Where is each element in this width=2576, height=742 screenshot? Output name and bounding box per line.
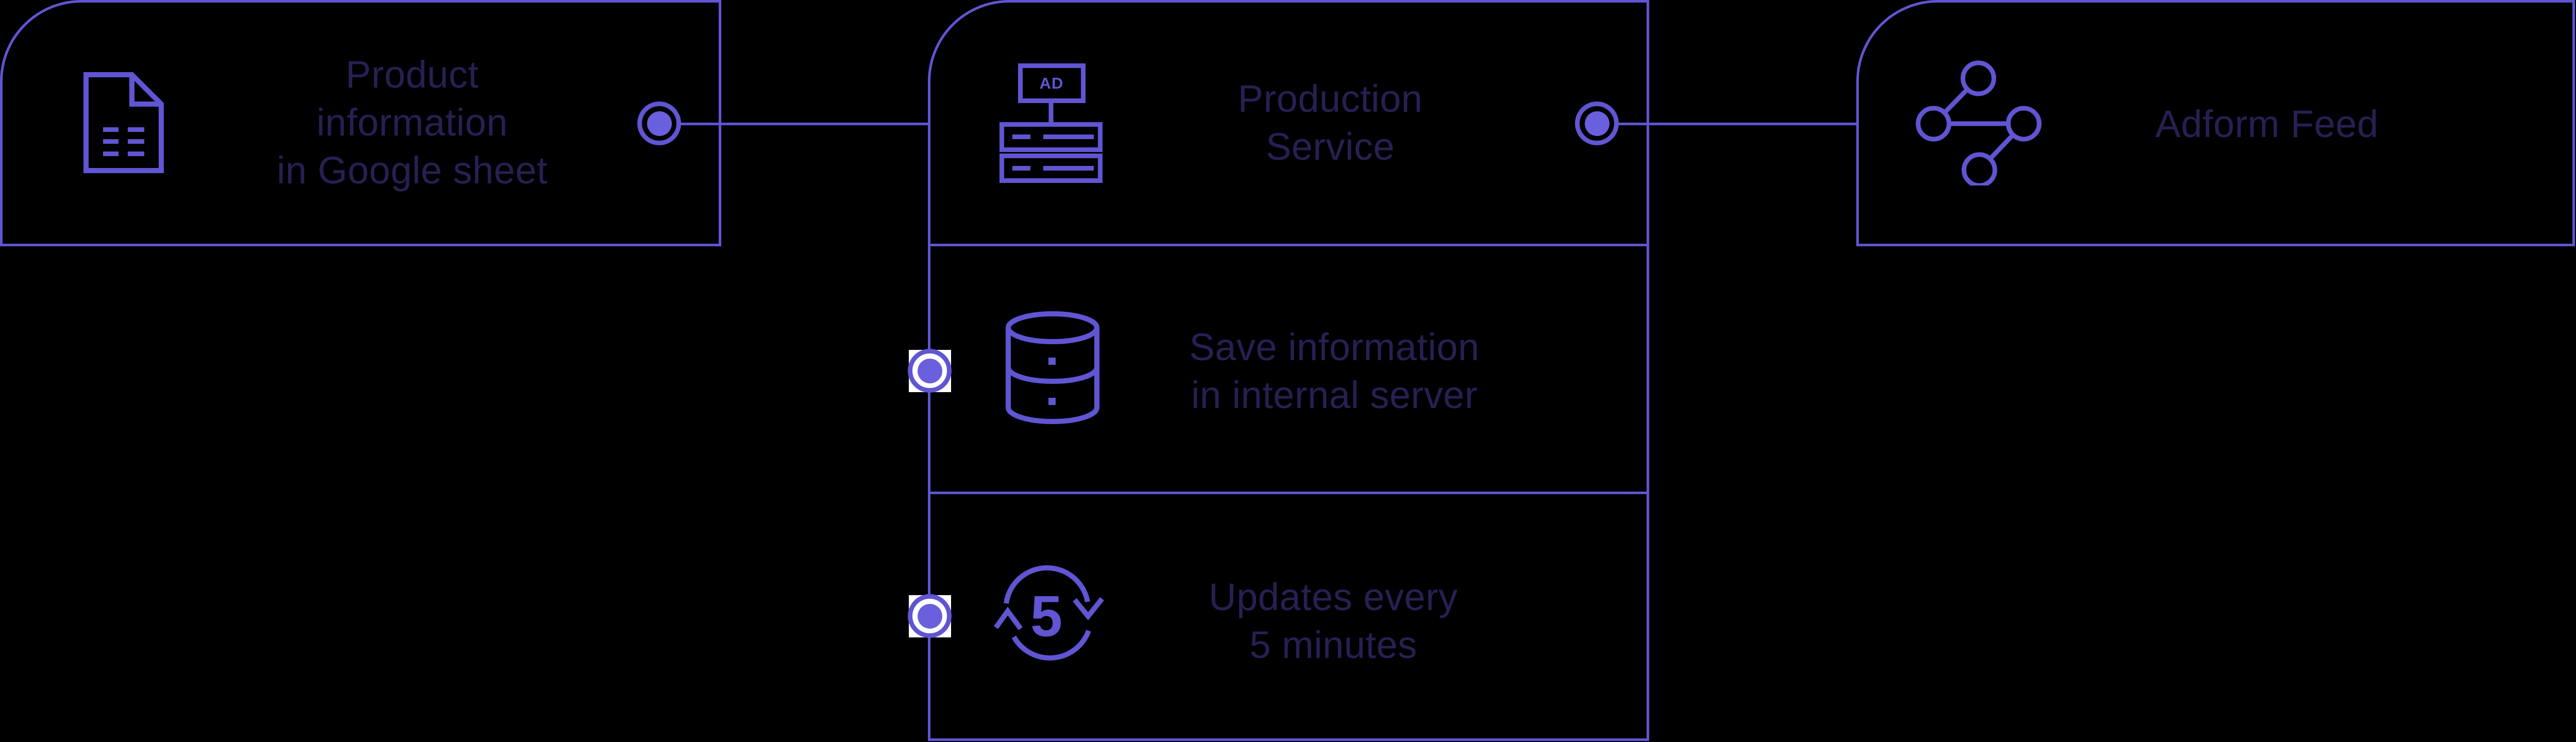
dot-core [917, 358, 942, 383]
dot-ring [908, 349, 952, 393]
adform-node-box [1856, 0, 2575, 246]
dot-ring [908, 594, 952, 638]
updates-node-label: Updates every 5 minutes [1076, 573, 1591, 669]
adform-node-label: Adform Feed [2009, 100, 2524, 148]
label-line: 5 minutes [1249, 623, 1417, 666]
document-icon [83, 72, 164, 173]
label-line: in Google sheet [277, 149, 548, 192]
connector-dot-production-icon [1575, 102, 1619, 145]
label-line: information [316, 101, 508, 144]
connector-line-source-to-production [679, 123, 930, 125]
label-line: Updates every [1209, 576, 1458, 618]
dot-core [917, 603, 942, 629]
dot-ring [1575, 102, 1619, 145]
label-line: in internal server [1191, 374, 1478, 416]
connector-dot-save-icon [908, 349, 952, 393]
label-line: Service [1265, 125, 1395, 168]
connector-line-production-to-adform [1617, 123, 1857, 125]
dot-ring [637, 102, 681, 145]
database-icon [1006, 311, 1099, 424]
refresh-icon-label: 5 [1030, 584, 1062, 649]
production-node-label: Production Service [1073, 75, 1588, 171]
save-node-label: Save information in internal server [1077, 323, 1592, 419]
label-line: Save information [1189, 326, 1480, 368]
refresh-icon: 5 [993, 565, 1104, 661]
label-line: Adform Feed [2155, 103, 2379, 145]
source-node-label: Product information in Google sheet [155, 50, 670, 194]
ad-icon-label: AD [1040, 74, 1064, 92]
ad-server-icon: AD [999, 63, 1103, 183]
dot-core [1584, 111, 1609, 136]
dot-core [647, 111, 672, 136]
connector-dot-source-icon [637, 102, 681, 145]
connector-dot-updates-icon [908, 594, 952, 638]
label-line: Product [345, 53, 479, 96]
label-line: Production [1238, 77, 1423, 120]
network-icon [1916, 60, 2042, 185]
